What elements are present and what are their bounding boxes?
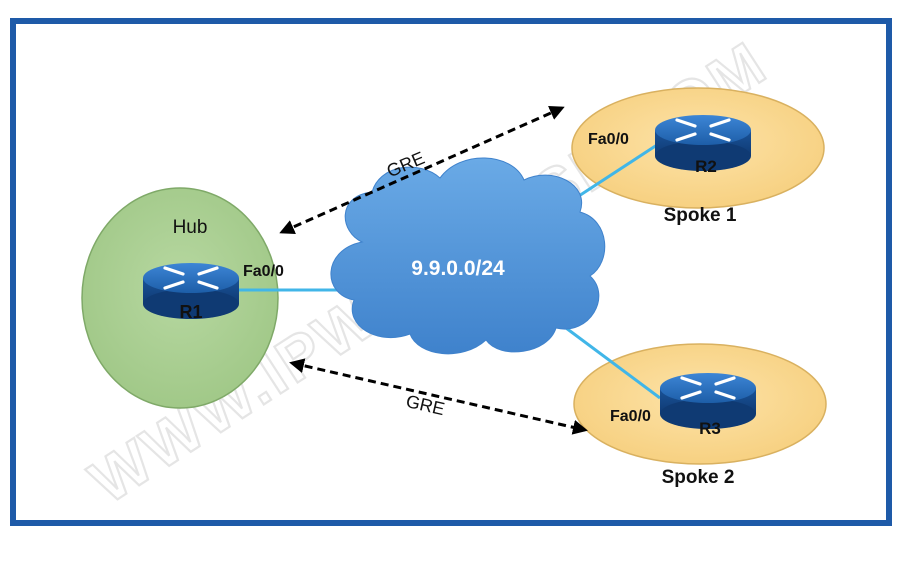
link-cloud-r3 bbox=[561, 323, 661, 400]
cloud-network-label: 9.9.0.0/24 bbox=[411, 257, 505, 280]
spoke2-interface-label: Fa0/0 bbox=[610, 408, 651, 425]
spoke1-title: Spoke 1 bbox=[664, 205, 737, 226]
hub-title: Hub bbox=[173, 217, 208, 238]
router-r1-label: R1 bbox=[179, 302, 202, 322]
gre-tunnel-r1-r3 bbox=[289, 358, 588, 435]
router-r2-label: R2 bbox=[695, 157, 717, 176]
spoke1-interface-label: Fa0/0 bbox=[588, 131, 629, 148]
hub-interface-label: Fa0/0 bbox=[243, 263, 284, 280]
spoke2-title: Spoke 2 bbox=[662, 467, 735, 488]
router-r3-label: R3 bbox=[699, 419, 721, 438]
